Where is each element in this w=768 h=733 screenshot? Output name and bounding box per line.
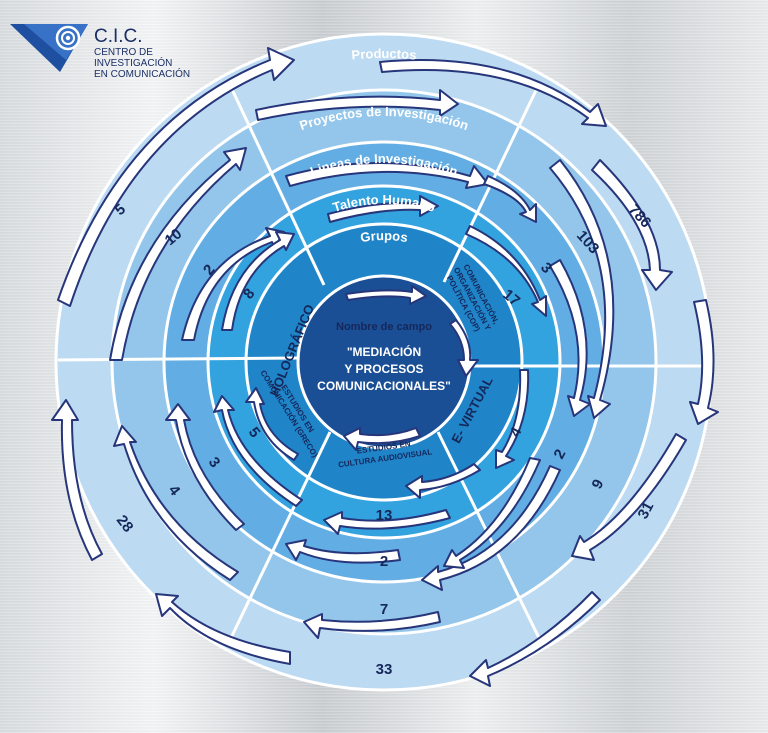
logo-short: C.I.C. [94,26,143,47]
num-b-lineas: 2 [380,553,388,570]
num-l-productos: 28 [113,512,137,536]
arrow-r4-left [213,395,303,507]
arrow-outer-right-2 [689,299,719,425]
logo-line-2: INVESTIGACIÓN [94,56,172,69]
arrow-outer-left [51,399,103,561]
center-line-2: Y PROCESOS [344,362,423,376]
arrow-outer-top-right [379,59,607,127]
center-line-1: "MEDIACIÓN [347,344,421,359]
cic-logo: C.I.C. CENTRO DE INVESTIGACIÓN EN COMUNI… [10,24,190,80]
center-label: Nombre de campo [336,321,432,333]
arrow-r2-right [549,159,615,419]
arrow-r2-bottom-right [421,465,561,591]
arrow-r3-right-top [483,175,537,223]
center-line-3: COMUNICACIONALES" [317,379,451,393]
arrow-r5-right-bottom [405,463,481,499]
arrow-r2-left [113,425,239,581]
arrow-r5-bottom [343,427,421,451]
arrow-r5-left [245,387,299,461]
arrow-r4-right [495,369,530,469]
arrow-outer-top-left [57,47,295,307]
arrow-r3-top [285,162,489,189]
arrow-r4-bottom [323,509,451,535]
arrow-r3-bottom-right [443,457,541,569]
num-b-proyectos: 7 [380,601,388,618]
logo-line-1: CENTRO DE [94,47,153,58]
arrow-r5-right [449,319,479,377]
arrow-r2-top-left [109,147,247,361]
num-b-productos: 33 [376,661,393,678]
arrow-r2-bottom [303,611,441,639]
arrow-r4-top-left [221,231,295,331]
arrow-outer-bottom-right [469,591,601,687]
arrow-r4-right-top [465,225,547,317]
ring-label-productos: Productos [351,46,417,63]
arrow-outer-right-3 [571,433,687,561]
num-b-talento: 13 [376,507,393,524]
logo-line-3: EN COMUNICACIÓN [94,67,190,80]
cic-logo-emblem [10,24,88,72]
arrow-r3-right [549,259,591,417]
ring-label-grupos: Grupos [359,228,409,245]
flow-arrows [51,47,719,687]
arrow-r4-top [327,195,439,223]
arrow-r2-top [255,89,459,121]
arrow-outer-bottom-left [155,593,291,665]
arrow-r5-top [345,285,427,305]
arrow-r3-left [165,403,245,531]
num-r-productos: 31 [635,499,658,522]
arrow-outer-right-1 [591,159,673,291]
arrow-r3-bottom [285,539,401,564]
